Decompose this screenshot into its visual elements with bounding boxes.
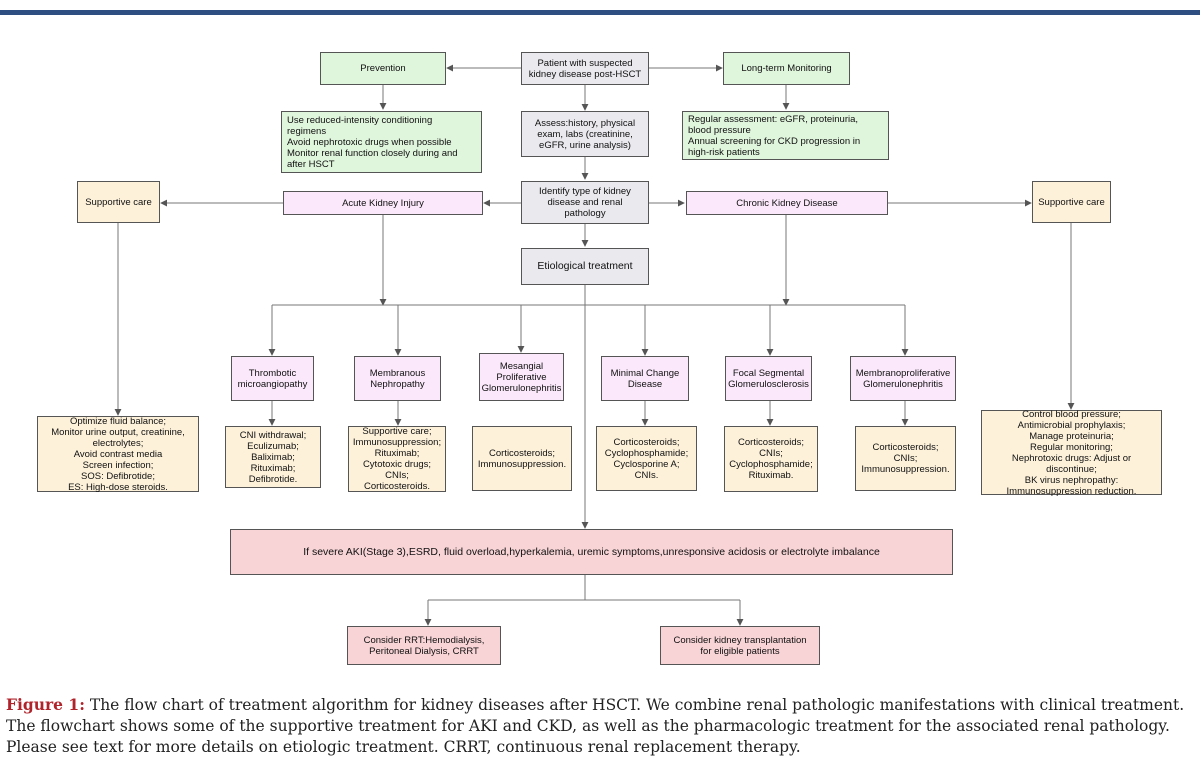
node-mcd: Minimal Change Disease [601,356,689,401]
node-monitoring: Long-term Monitoring [723,52,850,85]
header-bar [0,10,1200,15]
node-ckd: Chronic Kidney Disease [686,191,888,215]
node-monitoring-details: Regular assessment: eGFR, proteinuria, b… [682,111,889,160]
node-severe: If severe AKI(Stage 3),ESRD, fluid overl… [230,529,953,575]
node-mpgn-tx: Corticosteroids; CNIs; Immunosuppression… [855,426,956,491]
node-assess: Assess:history, physical exam, labs (cre… [521,111,649,157]
node-ckd-care: Control blood pressure; Antimicrobial pr… [981,409,1162,497]
node-etiological: Etiological treatment [521,248,649,285]
node-supportive-right: Supportive care [1032,181,1111,223]
node-mpgn: Membranoproliferative Glomerulonephritis [850,356,956,401]
node-aki-care: Optimize fluid balance; Monitor urine ou… [37,416,199,493]
connector-layer [114,64,1075,626]
node-fsgs-tx: Corticosteroids; CNIs; Cyclophosphamide;… [724,426,818,492]
node-prevention-details: Use reduced-intensity conditioning regim… [281,111,482,173]
figure-caption-text: The flow chart of treatment algorithm fo… [6,696,1185,756]
node-mcd-tx: Corticosteroids; Cyclophosphamide; Cyclo… [596,426,697,491]
node-mn: Membranous Nephropathy [354,356,441,401]
node-tma-tx: CNI withdrawal; Eculizumab; Baliximab; R… [225,426,321,488]
node-mesangial: Mesangial Proliferative Glomerulonephrit… [479,353,564,401]
node-mn-tx: Supportive care; Immunosuppression; Ritu… [348,426,446,492]
node-identify: Identify type of kidney disease and rena… [521,181,649,224]
node-transplant: Consider kidney transplantation for elig… [660,626,820,665]
figure-caption-label: Figure 1: [6,695,85,714]
node-mes-tx: Corticosteroids; Immunosuppression. [472,426,572,491]
node-prevention: Prevention [320,52,446,85]
node-tma: Thrombotic microangiopathy [231,356,314,401]
node-supportive-left: Supportive care [77,181,160,223]
figure-caption: Figure 1: The flow chart of treatment al… [6,694,1196,758]
node-aki: Acute Kidney Injury [283,191,483,215]
node-patient: Patient with suspected kidney disease po… [521,52,649,85]
node-fsgs: Focal Segmental Glomerulosclerosis [725,356,812,401]
node-rrt: Consider RRT:Hemodialysis, Peritoneal Di… [347,626,501,665]
